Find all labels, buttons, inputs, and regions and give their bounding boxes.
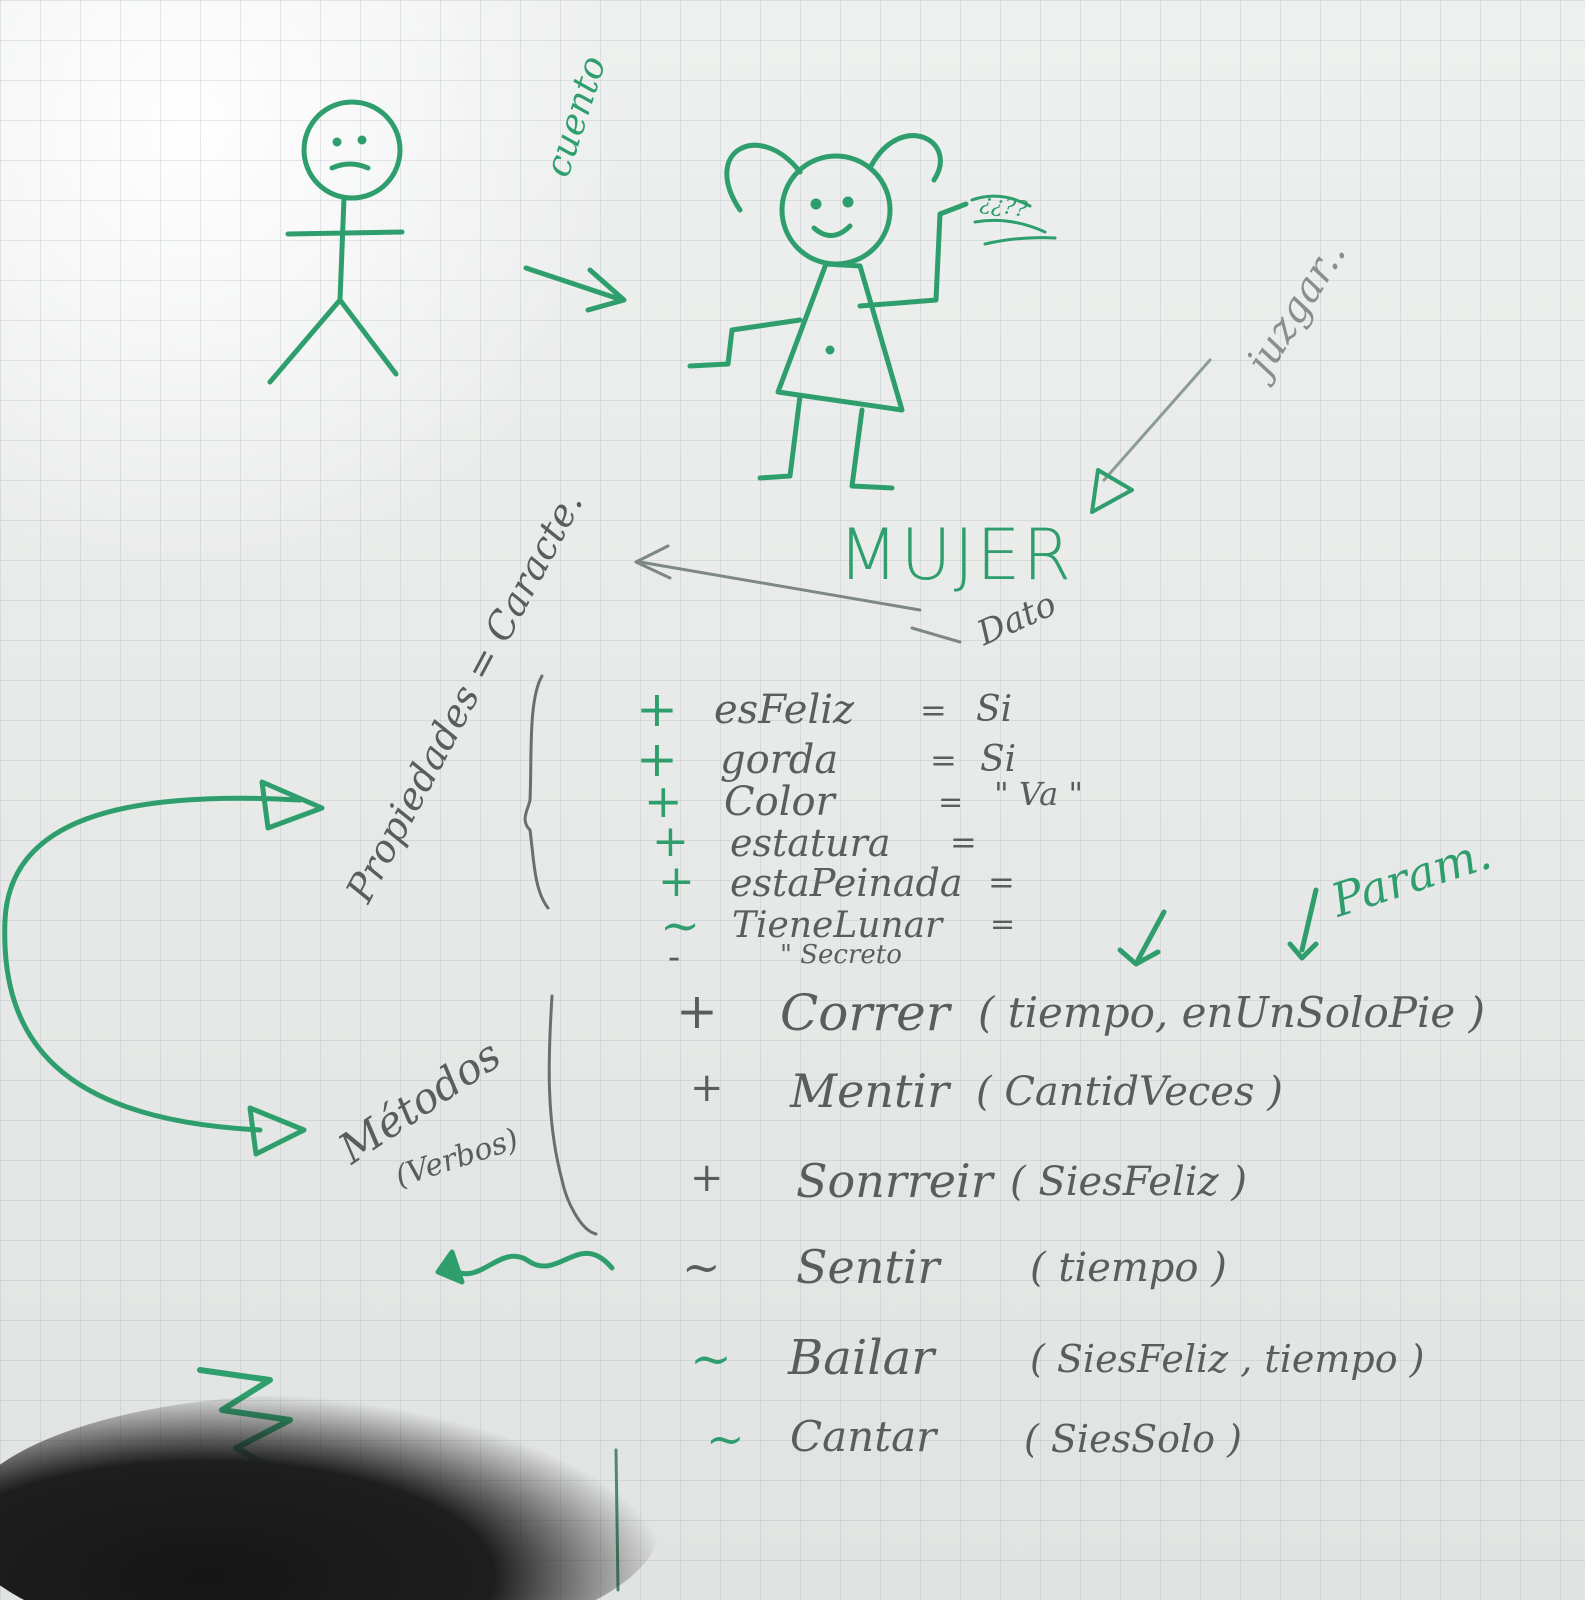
visibility-symbol: + — [644, 774, 683, 828]
property-eq: = — [950, 823, 977, 861]
story-arrow-icon — [523, 265, 627, 313]
property-name: " Secreto — [780, 940, 902, 970]
property-name: TieneLunar — [732, 905, 943, 946]
property-value: Si — [976, 689, 1013, 730]
property-name: esFeliz — [714, 687, 855, 733]
visibility-symbol: + — [676, 982, 718, 1040]
visibility-symbol: ~ — [690, 1330, 732, 1388]
property-name: estaPeinada — [730, 861, 963, 905]
method-params: ( SiesFeliz , tiempo ) — [1030, 1337, 1425, 1381]
method-name: Correr — [780, 984, 950, 1042]
method-name: Sentir — [796, 1240, 940, 1294]
visibility-symbol: ~ — [682, 1240, 721, 1294]
visibility-symbol: ~ — [660, 898, 701, 954]
visibility-symbol: + — [636, 730, 678, 788]
method-params: ( SiesSolo ) — [1024, 1417, 1242, 1461]
visibility-symbol: + — [658, 856, 695, 907]
property-eq: = — [990, 907, 1016, 942]
visibility-symbol: + — [690, 1155, 724, 1201]
property-eq: = — [988, 863, 1015, 901]
property-name: Color — [724, 779, 835, 825]
loop-arrow-icon — [2, 779, 325, 1157]
label-mujer: MUJER — [838, 514, 1074, 596]
param-arrow-icon — [1117, 887, 1319, 967]
triangle-arrow-icon — [1090, 468, 1134, 514]
visibility-symbol: + — [652, 816, 689, 867]
method-params: ( tiempo ) — [1030, 1245, 1227, 1291]
property-name: gorda — [720, 737, 839, 783]
property-eq: = — [938, 785, 964, 820]
method-params: ( CantidVeces ) — [976, 1069, 1283, 1115]
visibility-symbol: + — [636, 680, 678, 738]
property-eq: = — [920, 691, 947, 729]
visibility-symbol: ~ — [706, 1412, 745, 1466]
visibility-symbol: - — [668, 937, 681, 978]
method-name: Cantar — [790, 1412, 937, 1461]
method-name: Bailar — [788, 1330, 935, 1386]
method-name: Sonrreir — [796, 1154, 993, 1208]
method-params: ( SiesFeliz ) — [1010, 1159, 1247, 1205]
method-params: ( tiempo, enUnSoloPie ) — [978, 988, 1486, 1037]
property-name: estatura — [730, 821, 891, 865]
method-name: Mentir — [790, 1064, 950, 1118]
property-value: Si — [980, 739, 1017, 780]
visibility-symbol: + — [690, 1065, 724, 1111]
arrow-down-left-icon — [1102, 358, 1212, 482]
sad-stick-figure-icon — [267, 99, 405, 385]
arrow-left-icon — [634, 544, 922, 612]
property-eq: = — [930, 741, 957, 779]
girl-stick-figure-icon — [687, 133, 1057, 491]
property-value: " Va " — [994, 775, 1084, 813]
